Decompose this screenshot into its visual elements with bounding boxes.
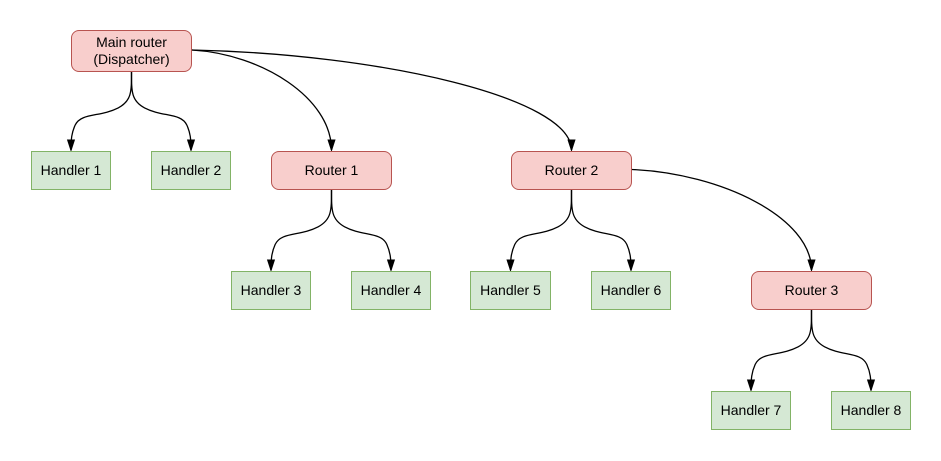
edge-router-2-to-handler-5: [511, 189, 573, 270]
node-handler-2: Handler 2: [151, 151, 231, 190]
edge-router-2-to-router-3: [631, 168, 812, 271]
edge-router-1-to-handler-3: [271, 189, 333, 270]
edge-router-2-to-handler-6: [570, 189, 632, 270]
edge-router-1-to-handler-4: [330, 189, 392, 270]
node-label: Handler 7: [720, 402, 782, 418]
edge-main-router-to-router-2: [191, 49, 572, 150]
node-label: Handler 6: [600, 282, 662, 298]
node-handler-4: Handler 4: [351, 271, 431, 310]
node-handler-6: Handler 6: [591, 271, 671, 310]
node-label: Handler 8: [840, 402, 902, 418]
node-handler-7: Handler 7: [711, 391, 791, 430]
edge-main-router-to-router-1: [191, 49, 332, 150]
node-label: Handler 2: [160, 162, 222, 178]
edge-router-3-to-handler-7: [751, 309, 813, 390]
node-label: Handler 5: [480, 282, 541, 298]
node-main-router: Main router(Dispatcher): [71, 30, 192, 72]
node-router-2: Router 2: [511, 151, 632, 190]
edge-router-3-to-handler-8: [810, 309, 872, 390]
node-label: Handler 3: [240, 282, 302, 298]
node-handler-3: Handler 3: [231, 271, 311, 310]
node-router-1: Router 1: [271, 151, 392, 190]
node-label: Main router: [96, 34, 167, 50]
node-label: Handler 4: [360, 282, 422, 298]
node-label: Router 1: [304, 162, 359, 178]
node-label: (Dispatcher): [93, 51, 170, 67]
node-handler-8: Handler 8: [831, 391, 911, 430]
node-handler-1: Handler 1: [31, 151, 111, 190]
edge-main-router-to-handler-1: [71, 71, 133, 150]
node-label: Router 2: [544, 162, 599, 178]
node-label: Router 3: [784, 282, 839, 298]
node-handler-5: Handler 5: [470, 271, 551, 310]
node-label: Handler 1: [40, 162, 102, 178]
edge-main-router-to-handler-2: [130, 71, 192, 150]
node-router-3: Router 3: [751, 271, 872, 310]
